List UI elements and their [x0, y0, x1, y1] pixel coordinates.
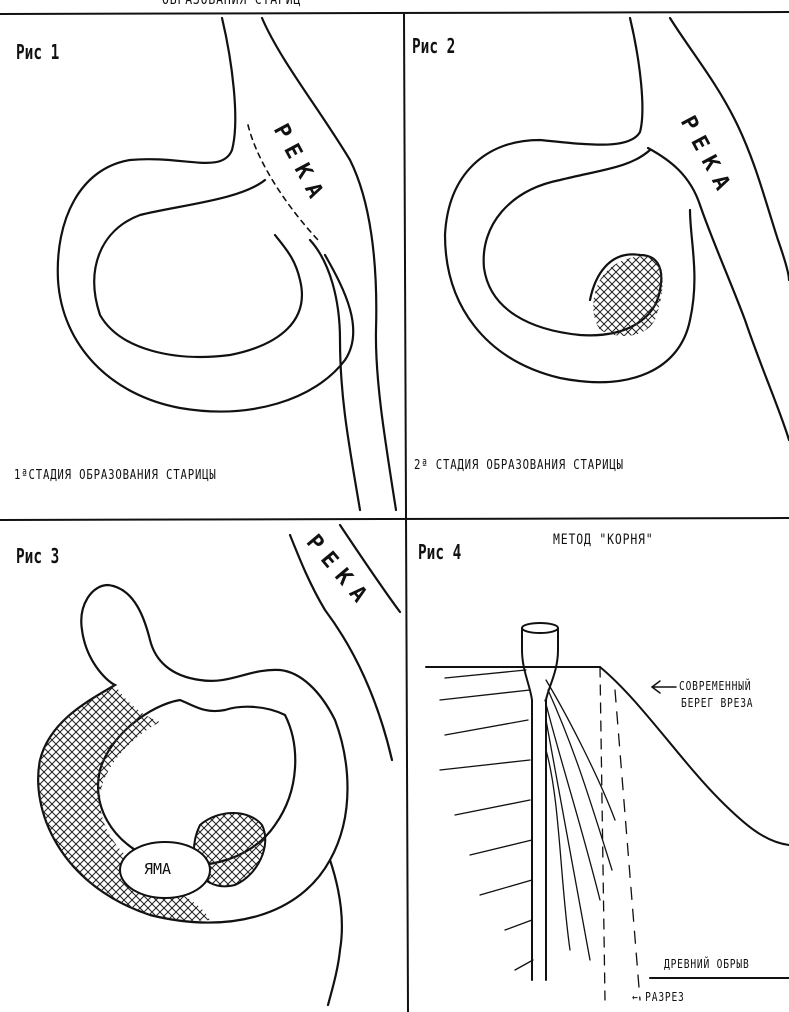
vertical-divider: [404, 14, 408, 1012]
cut-label: ← РАЗРЕЗ: [632, 990, 685, 1004]
p3-neck-outer: [328, 860, 342, 1005]
root-trunk: [522, 628, 558, 980]
channel-inner-bank: [94, 180, 302, 357]
top-border: [0, 12, 789, 14]
panel-1-drawing: [58, 18, 396, 510]
figure-1-label: Рис 1: [16, 40, 59, 64]
ancient-cliff-label: ДРЕВНИЙ ОБРЫВ: [664, 957, 750, 971]
modern-bank-label-line2: БЕРЕГ ВРЕЗА: [681, 696, 753, 710]
header-fragment: ОБРАЗОВАНИЯ СТАРИЦ: [162, 0, 301, 8]
bank-slope: [600, 667, 789, 845]
root-top: [522, 623, 558, 633]
cut-line-2: [615, 690, 640, 1000]
p2-outer-bank: [445, 18, 694, 382]
figure-3-label: Рис 3: [16, 544, 59, 568]
figure-2-label: Рис 2: [412, 34, 455, 58]
modern-bank-label-line1: СОВРЕМЕННЫЙ: [679, 679, 751, 693]
caption-stage-1: 1ªСТАДИЯ ОБРАЗОВАНИЯ СТАРИЦЫ: [14, 468, 217, 483]
method-title: МЕТОД "КОРНЯ": [553, 532, 654, 548]
roots-right: [545, 680, 615, 960]
river-left-bank-lower: [310, 240, 360, 510]
horizontal-divider: [0, 518, 789, 520]
caption-stage-2: 2ª СТАДИЯ ОБРАЗОВАНИЯ СТАРИЦЫ: [414, 458, 624, 473]
roots-left: [440, 670, 533, 970]
channel-outer-left-bank: [58, 18, 354, 411]
arrow-to-modern-bank: [652, 681, 676, 693]
figure-4-label: Рис 4: [418, 540, 461, 564]
pit-label: ЯМА: [144, 860, 171, 878]
panel-2-drawing: [445, 18, 789, 440]
